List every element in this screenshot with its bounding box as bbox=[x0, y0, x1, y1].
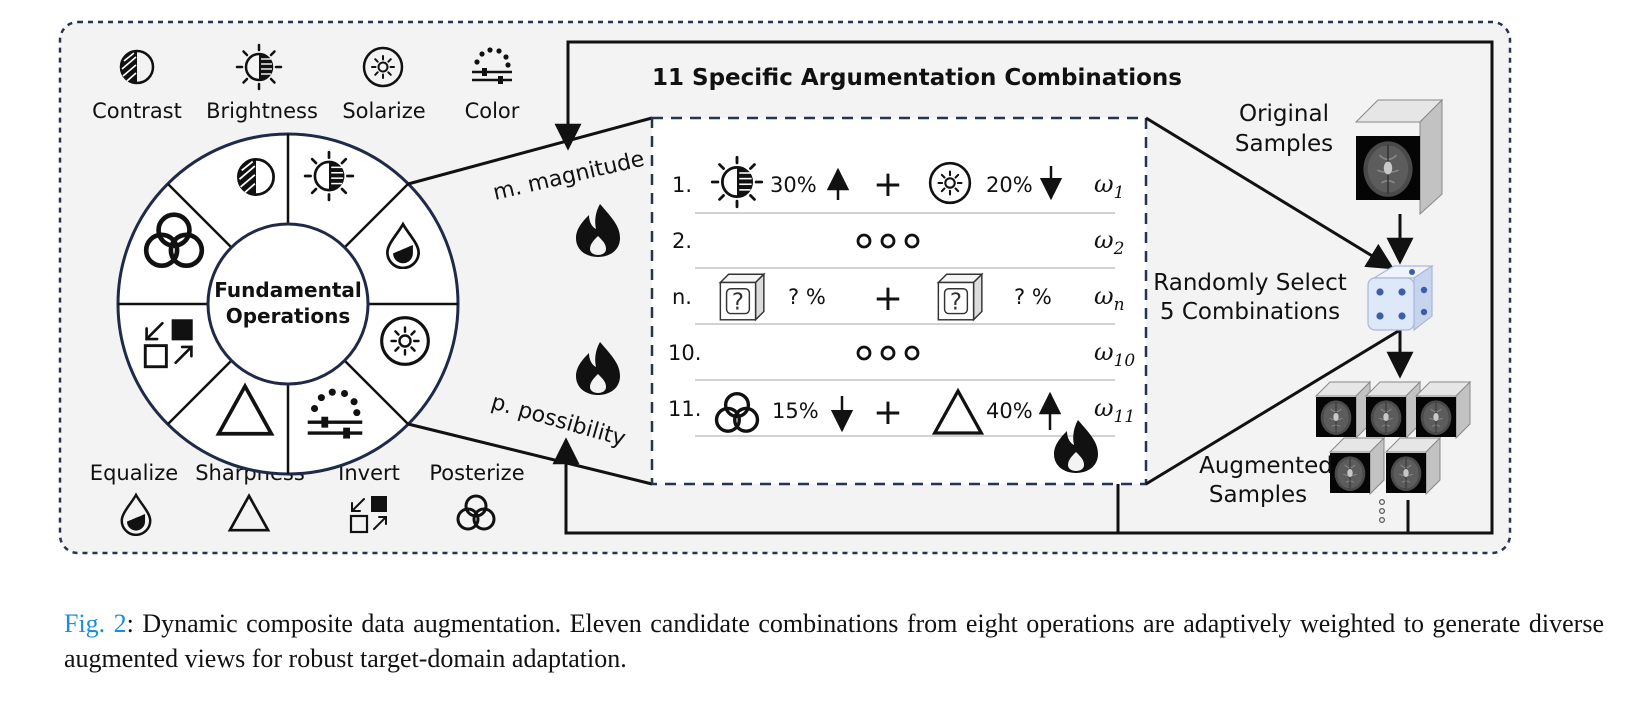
row-left-pct: 15% bbox=[772, 399, 819, 423]
row-index: n. bbox=[672, 285, 692, 309]
op-label-solarize: Solarize bbox=[342, 99, 425, 123]
augmented-label-1: Augmented bbox=[1199, 453, 1333, 479]
op-label-contrast: Contrast bbox=[92, 99, 182, 123]
figure-label: Fig. 2 bbox=[64, 609, 127, 638]
row-left-pct: 30% bbox=[770, 173, 817, 197]
original-samples-cube bbox=[1356, 100, 1442, 214]
caption-text: : Dynamic composite data augmentation. E… bbox=[64, 609, 1604, 673]
plus-sign: + bbox=[873, 392, 903, 433]
plus-sign: + bbox=[873, 278, 903, 319]
unknown-operation-icon bbox=[938, 274, 982, 320]
select-label-1: Randomly Select bbox=[1153, 270, 1347, 296]
op-label-equalize: Equalize bbox=[90, 461, 178, 485]
combos-title: 11 Specific Argumentation Combinations bbox=[652, 65, 1182, 91]
row-index: 2. bbox=[672, 229, 692, 253]
unknown-operation-icon bbox=[720, 274, 764, 320]
row-index: 10. bbox=[668, 341, 701, 365]
original-label-2: Samples bbox=[1235, 131, 1333, 157]
plus-sign: + bbox=[873, 164, 903, 205]
op-label-brightness: Brightness bbox=[206, 99, 318, 123]
select-label-2: 5 Combinations bbox=[1160, 299, 1340, 325]
row-right-pct: 20% bbox=[986, 173, 1033, 197]
original-label-1: Original bbox=[1239, 101, 1329, 127]
dice-icon bbox=[1368, 266, 1432, 330]
figure-caption: Fig. 2: Dynamic composite data augmentat… bbox=[64, 606, 1604, 676]
row-index: 1. bbox=[672, 173, 692, 197]
augmentation-diagram: ? Contrast Brightness Solarize Color Equ… bbox=[0, 0, 1646, 600]
wheel-center-line2: Operations bbox=[226, 304, 351, 328]
wheel-center-line1: Fundamental bbox=[214, 278, 362, 302]
augmented-label-2: Samples bbox=[1209, 482, 1307, 508]
op-label-posterize: Posterize bbox=[429, 461, 524, 485]
row-right-pct: ? % bbox=[1014, 285, 1052, 309]
op-label-color: Color bbox=[465, 99, 520, 123]
row-right-pct: 40% bbox=[986, 399, 1033, 423]
operations-wheel: Fundamental Operations bbox=[118, 134, 458, 474]
row-index: 11. bbox=[668, 397, 701, 421]
row-left-pct: ? % bbox=[788, 285, 826, 309]
